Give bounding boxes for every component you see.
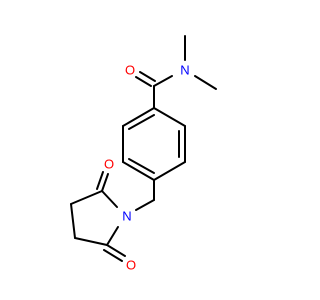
bond-c4-c5 — [74, 237, 108, 246]
atom-imide-nitrogen: N — [122, 209, 131, 224]
bond-imide-co-bottom-a — [106, 244, 126, 257]
atom-amide-nitrogen: N — [180, 63, 189, 78]
atom-amide-oxygen: O — [125, 63, 135, 78]
bond-n-methyl-right — [194, 75, 217, 90]
bond-amide-co-a — [135, 76, 152, 87]
structure-diagram: O N N O O — [70, 35, 217, 273]
bond-c2-c3 — [70, 190, 103, 205]
bond-c5-n — [106, 226, 119, 246]
bond-ring-6 — [122, 107, 155, 127]
bond-imide-co-top-b — [96, 171, 104, 190]
bond-amide-cn — [153, 75, 173, 87]
bond-ring-1 — [153, 107, 186, 127]
bond-ring-3 — [153, 161, 186, 181]
bond-ring-inner-2 — [128, 158, 155, 174]
bond-ch2-n — [135, 199, 155, 211]
bond-n-c2 — [101, 190, 118, 208]
bond-amide-co-b — [139, 71, 156, 82]
bond-imide-co-bottom-b — [103, 249, 123, 262]
molecule-canvas: O N N O O — [70, 35, 217, 273]
bond-ring-inner-3 — [128, 114, 155, 130]
bond-c3-c4 — [70, 203, 76, 239]
bond-imide-co-top-a — [101, 173, 109, 192]
bond-ring-4 — [122, 161, 155, 181]
atom-imide-oxygen-top: O — [104, 157, 114, 172]
atom-imide-oxygen-bottom: O — [126, 258, 136, 273]
